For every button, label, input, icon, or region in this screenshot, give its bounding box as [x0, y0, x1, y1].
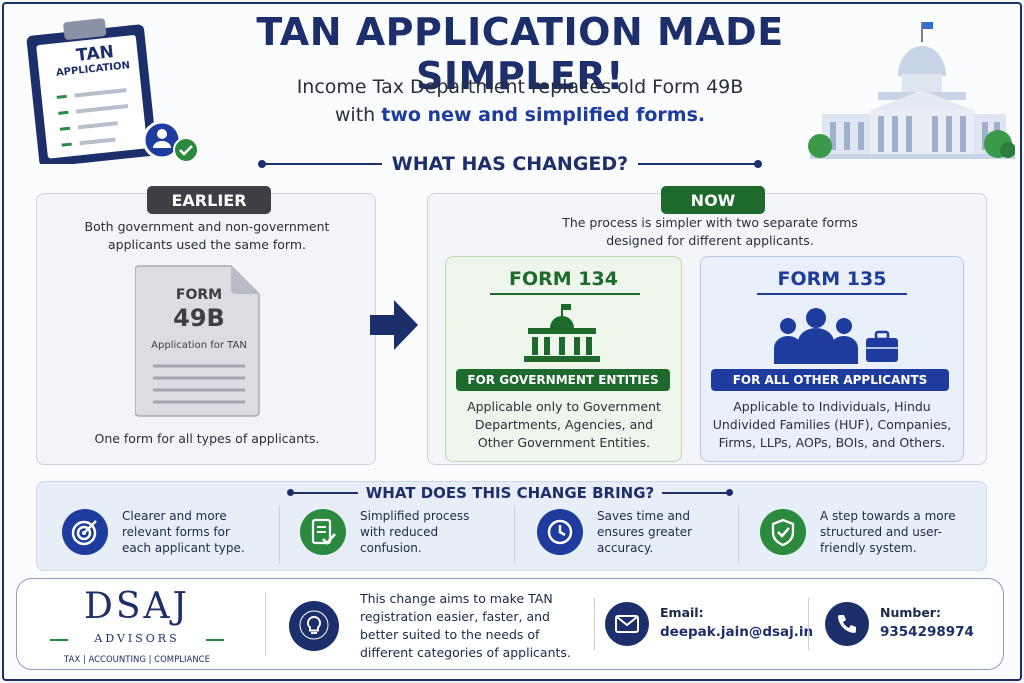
logo-rule	[206, 639, 224, 641]
divider	[514, 506, 515, 564]
benefit-item: A step towards a more structured and use…	[760, 508, 980, 556]
benefit-item: Simplified process with reduced confusio…	[300, 508, 510, 556]
right-arrow-icon	[370, 300, 418, 350]
clock-icon	[537, 509, 583, 555]
footer-message: This change aims to make TAN registratio…	[360, 591, 571, 660]
subtitle-highlight: two new and simplified forms.	[381, 104, 706, 126]
benefits-panel	[36, 481, 987, 571]
form-49b-number: 49B	[173, 304, 225, 332]
divider-line	[287, 489, 358, 496]
logo-subtitle: ADVISORS	[94, 632, 180, 645]
form-135-ribbon: FOR ALL OTHER APPLICANTS	[711, 369, 949, 391]
benefit-text: A step towards a more structured and use…	[820, 509, 956, 555]
form-135-title: FORM 135	[777, 268, 887, 290]
subtitle-prefix: with	[334, 104, 382, 126]
logo-wordmark: DSAJ	[84, 586, 190, 627]
benefits-heading: WHAT DOES THIS CHANGE BRING?	[287, 482, 733, 504]
number-label: Number:	[880, 605, 941, 620]
what-changed-heading: WHAT HAS CHANGED?	[257, 152, 763, 176]
government-building-icon	[524, 304, 600, 362]
form-134-underline	[490, 293, 640, 295]
divider	[738, 506, 739, 564]
subtitle-line-2: with two new and simplified forms.	[230, 104, 810, 126]
page-title: TAN APPLICATION MADE SIMPLER!	[256, 10, 784, 98]
now-description: The process is simpler with two separate…	[562, 215, 858, 248]
benefit-text: Simplified process with reduced confusio…	[360, 509, 470, 555]
clipboard-illustration	[26, 18, 199, 164]
form-134-ribbon: FOR GOVERNMENT ENTITIES	[456, 369, 670, 391]
earlier-footer-text: One form for all types of applicants.	[94, 431, 320, 446]
phone-icon	[825, 602, 869, 646]
email-label: Email:	[660, 605, 704, 620]
what-changed-heading-text: WHAT HAS CHANGED?	[391, 153, 629, 175]
email-icon	[605, 602, 649, 646]
now-tag: NOW	[661, 186, 765, 214]
form-49b-caption: Application for TAN	[151, 340, 247, 351]
form-135-description: Applicable to Individuals, Hindu Undivid…	[712, 399, 952, 450]
earlier-description: Both government and non-government appli…	[84, 219, 330, 252]
target-icon	[62, 509, 108, 555]
divider-line	[662, 489, 733, 496]
divider	[265, 592, 266, 656]
divider-line	[638, 160, 763, 168]
benefit-item: Saves time and ensures greater accuracy.	[537, 508, 737, 556]
shield-check-icon	[760, 509, 806, 555]
number-value[interactable]: 9354298974	[880, 624, 974, 640]
document-check-icon	[300, 509, 346, 555]
form-134-description: Applicable only to Government Department…	[467, 399, 661, 450]
subtitle-line-1: Income Tax Department replaces old Form …	[296, 76, 744, 98]
earlier-tag: EARLIER	[147, 186, 271, 214]
logo-tagline: TAX | ACCOUNTING | COMPLIANCE	[64, 655, 210, 665]
divider-line	[257, 160, 382, 168]
benefit-text: Clearer and more relevant forms for each…	[122, 509, 245, 555]
benefits-heading-text: WHAT DOES THIS CHANGE BRING?	[365, 484, 655, 502]
document-icon	[135, 265, 260, 417]
logo-rule	[50, 639, 68, 641]
government-building-illustration	[808, 22, 1015, 159]
people-briefcase-icon	[774, 308, 898, 364]
divider	[808, 598, 809, 650]
benefit-text: Saves time and ensures greater accuracy.	[597, 509, 693, 555]
lightbulb-icon	[289, 601, 339, 651]
divider	[594, 598, 595, 650]
email-value[interactable]: deepak.jain@dsaj.in	[660, 624, 814, 640]
form-49b-label: FORM	[175, 287, 223, 303]
divider	[279, 506, 280, 564]
benefit-item: Clearer and more relevant forms for each…	[62, 508, 272, 556]
form-135-underline	[757, 293, 907, 295]
form-134-title: FORM 134	[509, 268, 618, 290]
